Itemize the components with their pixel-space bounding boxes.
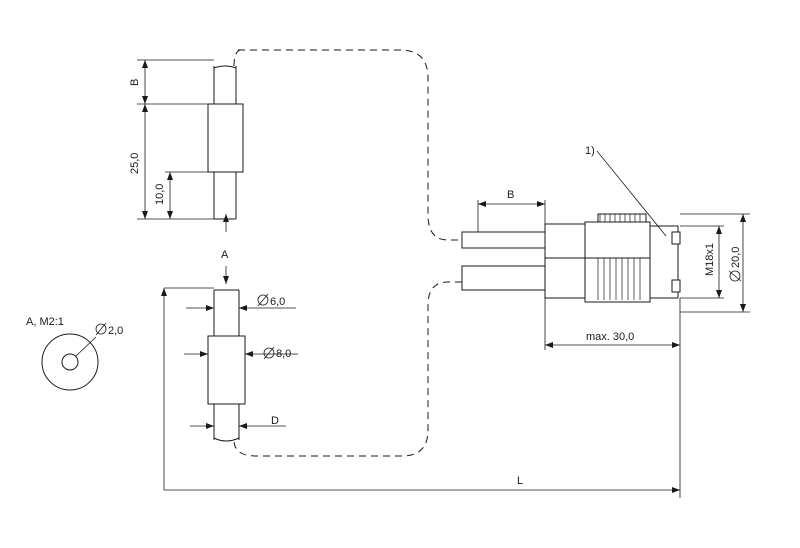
note-1-label: 1) [585,145,595,157]
dim-b-right-label: B [507,189,514,201]
top-dimensions [137,59,214,220]
cable-outline [233,49,462,457]
diameter-20-callout [728,270,742,282]
diameter-8-callout [263,346,275,360]
dim-d-label: D [271,415,279,427]
length-l-label: L [517,475,523,487]
dia-2-label: 2,0 [108,325,123,337]
connector-body [461,213,681,303]
dia-8-label: 8,0 [276,348,291,360]
diameter-6-callout [257,293,269,307]
dim-10-label: 10,0 [154,184,166,205]
connector-dimensions [477,150,750,350]
length-dimension [161,287,681,498]
bottom-dimensions [184,305,298,429]
dim-b-top-label: B [129,79,141,86]
dia-6-label: 6,0 [270,296,285,308]
knurl-lines [597,214,641,300]
max-30-label: max. 30,0 [586,331,634,343]
thread-label: M18x1 [704,243,716,276]
top-cable-segment [207,65,244,220]
dia-20-label: 20,0 [730,247,742,268]
detail-a-label: A, M2:1 [26,316,64,328]
dim-25-label: 25,0 [129,153,141,174]
view-a-label: A [221,249,229,261]
view-a-arrows [223,214,229,284]
bottom-cable-segment [207,289,246,442]
detail-a-ring [41,322,107,391]
